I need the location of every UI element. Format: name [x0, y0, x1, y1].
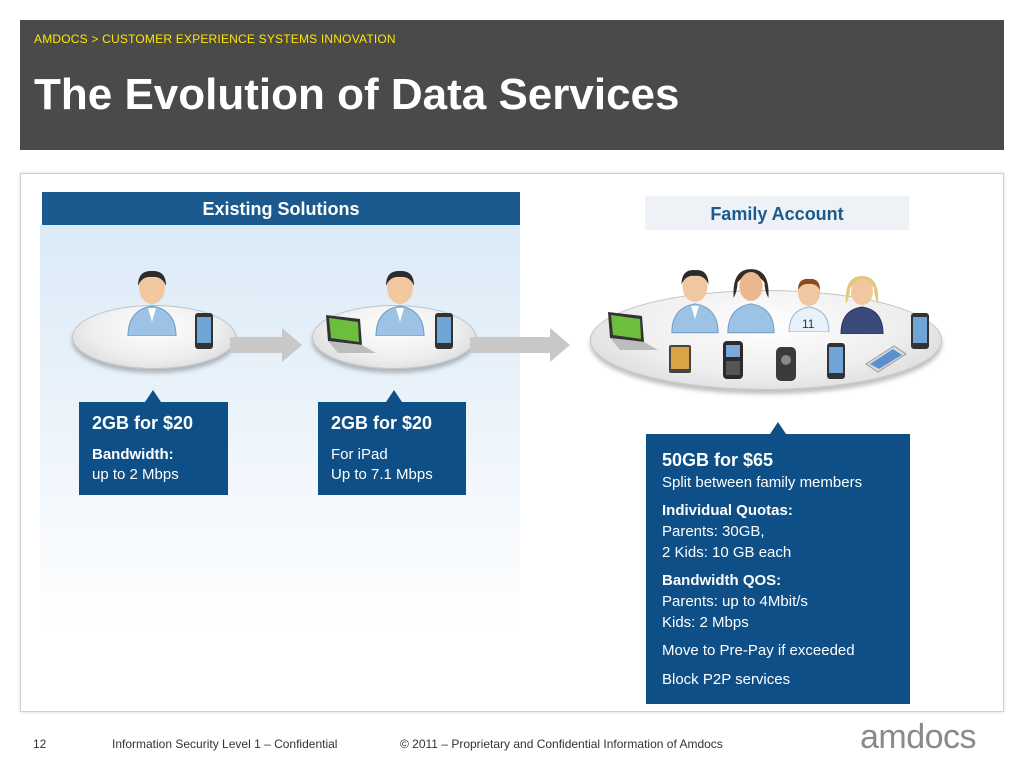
prepay-rule: Move to Pre-Pay if exceeded	[662, 642, 855, 659]
quota-parents: Parents: 30GB,	[662, 523, 765, 540]
security-notice: Information Security Level 1 – Confident…	[112, 737, 338, 751]
laptop-icon	[608, 312, 658, 350]
qos-parents: Parents: up to 4Mbit/s	[662, 593, 808, 610]
breadcrumb: AMDOCS > CUSTOMER EXPERIENCE SYSTEMS INN…	[34, 32, 396, 46]
page-number: 12	[33, 737, 47, 751]
flip-phone-icon	[776, 347, 796, 381]
blackberry-icon	[723, 341, 743, 379]
pointer-triangle	[386, 390, 402, 402]
girl-icon	[840, 276, 884, 334]
person-icon	[375, 270, 425, 336]
smartphone-icon	[911, 313, 929, 349]
smartphone-icon	[827, 343, 845, 379]
pointer-triangle	[145, 390, 161, 402]
quota-kids: 2 Kids: 10 GB each	[662, 544, 792, 561]
qos-kids: Kids: 2 Mbps	[662, 614, 749, 631]
smartphone-icon	[435, 313, 453, 349]
offer-heading: 50GB for $65	[662, 450, 774, 470]
qos-label: Bandwidth QOS:	[662, 572, 782, 589]
copyright-notice: © 2011 – Proprietary and Confidential In…	[400, 737, 723, 751]
p2p-rule: Block P2P services	[662, 671, 791, 688]
ipad-icon	[865, 345, 907, 373]
bandwidth-value: up to 2 Mbps	[92, 466, 179, 483]
pointer-triangle	[770, 422, 786, 434]
mother-icon	[727, 269, 775, 334]
page-title: The Evolution of Data Services	[34, 70, 680, 119]
tablet-icon	[669, 345, 691, 373]
offer-box-basic: 2GB for $20 Bandwidth: up to 2 Mbps	[79, 402, 228, 495]
bandwidth-label: Bandwidth:	[92, 446, 174, 463]
offer-device: For iPad	[331, 446, 388, 463]
offer-heading: 2GB for $20	[331, 413, 433, 433]
laptop-icon	[326, 315, 376, 353]
slide-header: AMDOCS > CUSTOMER EXPERIENCE SYSTEMS INN…	[20, 20, 1004, 150]
arrow-right-icon	[230, 328, 302, 362]
platform-family	[590, 290, 942, 390]
smartphone-icon	[195, 313, 213, 349]
offer-heading: 2GB for $20	[92, 413, 194, 433]
existing-solutions-heading: Existing Solutions	[42, 192, 520, 225]
quota-label: Individual Quotas:	[662, 502, 793, 519]
person-icon	[127, 270, 177, 336]
offer-speed: Up to 7.1 Mbps	[331, 466, 433, 483]
family-account-heading: Family Account	[645, 196, 909, 230]
amdocs-logo: amdocs	[860, 718, 977, 756]
svg-text:11: 11	[802, 317, 815, 331]
father-icon	[671, 270, 719, 334]
boy-icon: 11	[788, 278, 830, 332]
offer-box-family: 50GB for $65 Split between family member…	[646, 434, 910, 704]
offer-box-ipad: 2GB for $20 For iPad Up to 7.1 Mbps	[318, 402, 466, 495]
offer-split: Split between family members	[662, 474, 863, 491]
arrow-right-icon	[470, 328, 570, 362]
